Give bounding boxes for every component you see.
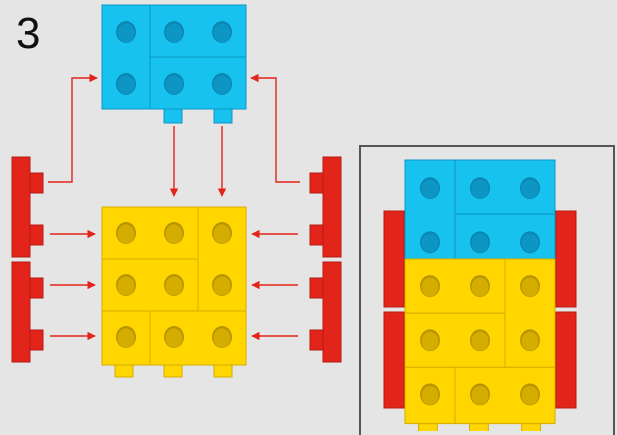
- assembled-blue-stud: [521, 179, 539, 199]
- assembled-blue-stud: [421, 179, 439, 199]
- exploded-right-lower-red-rail: [322, 261, 342, 363]
- exploded-blue-peg: [163, 108, 183, 124]
- exploded-yellow-stud: [213, 276, 231, 296]
- exploded-right-lower-red-peg: [309, 329, 324, 351]
- exploded-blue-stud: [213, 23, 231, 43]
- assembled-yellow-brick: [454, 366, 556, 425]
- exploded-left-upper-red-rail: [11, 156, 31, 258]
- assembled-yellow-stud: [521, 277, 539, 297]
- assembled-yellow-peg: [418, 423, 438, 431]
- exploded-yellow-stud: [117, 328, 135, 348]
- assembled-left-upper-red-rail: [383, 210, 405, 308]
- assembled-left-lower-red-rail: [383, 311, 405, 409]
- exploded-left-upper-red-peg: [29, 224, 44, 246]
- assembled-right-lower-red-rail: [555, 311, 577, 409]
- assembled-yellow-stud: [471, 277, 489, 297]
- arrows-layer: [48, 73, 300, 341]
- assembled-yellow-peg: [469, 423, 489, 431]
- exploded-left-lower-red-peg: [29, 329, 44, 351]
- exploded-right-upper-red-rail: [322, 156, 342, 258]
- exploded-blue-stud: [165, 75, 183, 95]
- assembled-yellow-stud: [421, 277, 439, 297]
- exploded-yellow-stud: [213, 224, 231, 244]
- exploded-right-lower-red-peg: [309, 277, 324, 299]
- exploded-right-upper-red-peg: [309, 224, 324, 246]
- exploded-blue-stud: [117, 23, 135, 43]
- assembled-yellow-stud: [521, 331, 539, 351]
- assembled-blue-stud: [471, 179, 489, 199]
- exploded-yellow-stud: [165, 276, 183, 296]
- arrow-left-to-top: [48, 73, 98, 183]
- arrow-right-to-top: [250, 73, 300, 183]
- exploded-left-lower-red-rail: [11, 261, 31, 363]
- exploded-yellow-peg: [213, 364, 233, 378]
- assembled-blue-stud: [421, 233, 439, 253]
- assembled-blue-brick: [454, 159, 556, 215]
- exploded-left-upper-red-peg: [29, 172, 44, 194]
- assembled-yellow-stud: [421, 331, 439, 351]
- exploded-yellow-stud: [165, 224, 183, 244]
- exploded-yellow-peg: [114, 364, 134, 378]
- exploded-blue-stud: [213, 75, 231, 95]
- assembled-blue-stud: [471, 233, 489, 253]
- assembled-yellow-stud: [471, 385, 489, 405]
- exploded-yellow-peg: [163, 364, 183, 378]
- assembled-view-frame: [359, 145, 615, 435]
- exploded-blue-peg: [213, 108, 233, 124]
- exploded-right-upper-red-peg: [309, 172, 324, 194]
- exploded-yellow-stud: [165, 328, 183, 348]
- assembled-right-upper-red-rail: [555, 210, 577, 308]
- assembled-blue-stud: [521, 233, 539, 253]
- exploded-blue-stud: [165, 23, 183, 43]
- assembled-yellow-stud: [421, 385, 439, 405]
- assembled-yellow-peg: [521, 423, 541, 431]
- parts-layer: [11, 4, 577, 431]
- assembled-yellow-stud: [521, 385, 539, 405]
- exploded-yellow-stud: [117, 276, 135, 296]
- assembled-yellow-stud: [471, 331, 489, 351]
- exploded-yellow-stud: [213, 328, 231, 348]
- exploded-yellow-stud: [117, 224, 135, 244]
- exploded-blue-stud: [117, 75, 135, 95]
- exploded-left-lower-red-peg: [29, 277, 44, 299]
- step-number: 3: [16, 9, 41, 58]
